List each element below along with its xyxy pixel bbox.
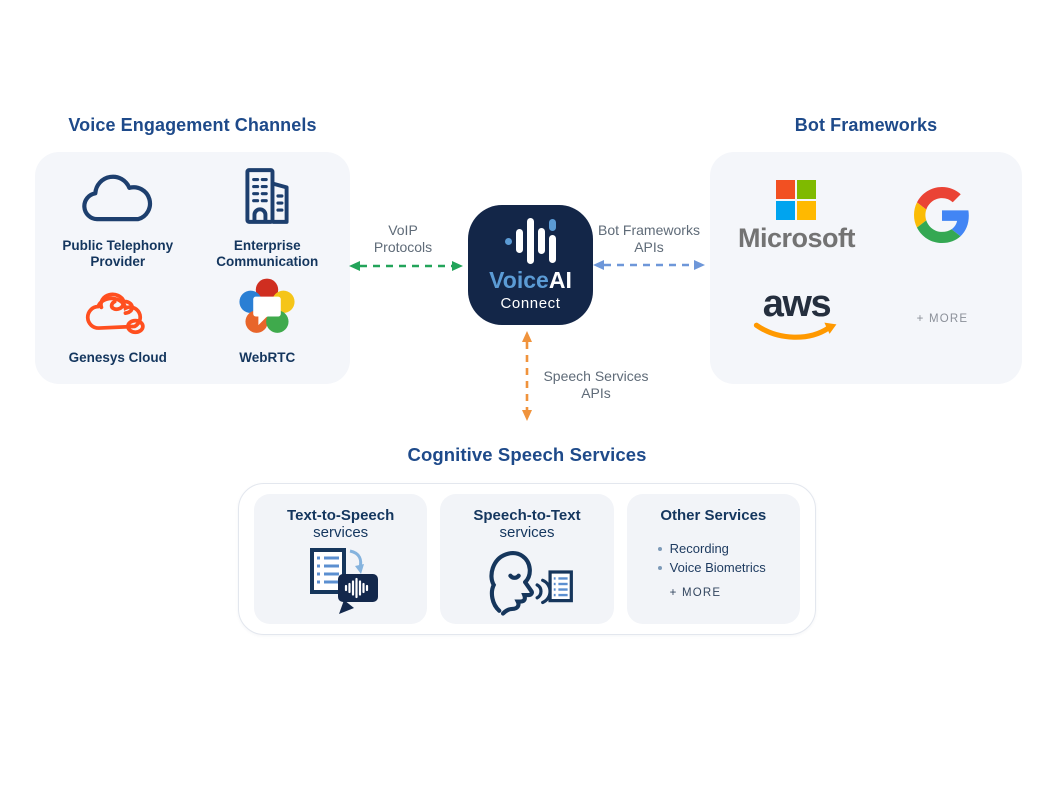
webrtc-icon: [236, 276, 298, 343]
voip-protocols-label: VoIP Protocols: [373, 222, 433, 255]
card-speech-to-text: Speech-to-Text services: [440, 494, 614, 625]
channel-enterprise-communication: Enterprise Communication: [193, 166, 343, 270]
microsoft-logo-icon: [776, 180, 817, 220]
voice-channels-title: Voice Engagement Channels: [68, 115, 317, 135]
vendor-microsoft: Microsoft: [720, 166, 873, 268]
bullet-icon: [657, 565, 662, 570]
card-text-to-speech: Text-to-Speech services: [254, 494, 428, 624]
other-services-more-label: + MORE: [669, 587, 722, 600]
list-item: Recording: [657, 541, 766, 556]
speech-to-text-icon: [477, 548, 577, 625]
bot-frameworks-arrow-icon: [592, 258, 706, 277]
list-item: Voice Biometrics: [657, 560, 766, 575]
microsoft-wordmark: Microsoft: [737, 223, 856, 253]
channel-genesys-cloud: Genesys Cloud: [43, 270, 193, 366]
channel-label: Public Telephony Provider: [62, 238, 174, 270]
voiceai-subtitle: Connect: [500, 295, 561, 312]
buildings-icon: [238, 166, 296, 231]
voice-channels-panel: Public Telephony Provider: [35, 152, 350, 384]
speech-services-apis-label: Speech Services APIs: [543, 368, 649, 401]
bot-frameworks-apis-label: Bot Frameworks APIs: [598, 222, 700, 255]
voiceai-waveform-icon: [505, 218, 556, 264]
text-to-speech-icon: [298, 547, 384, 623]
bot-frameworks-title: Bot Frameworks: [794, 115, 938, 135]
other-services-list: Recording Voice Biometrics: [633, 537, 766, 579]
speech-services-arrow-icon: [520, 330, 534, 427]
voip-arrow-icon: [348, 259, 464, 278]
google-logo-icon: [914, 186, 970, 248]
channel-label: Genesys Cloud: [68, 349, 167, 365]
genesys-cloud-icon: [76, 280, 160, 343]
speech-services-title: Cognitive Speech Services: [407, 444, 647, 465]
channel-webrtc: WebRTC: [193, 270, 343, 366]
bot-frameworks-panel: Microsoft aws + MORE: [710, 152, 1022, 384]
more-label: + MORE: [916, 313, 969, 325]
vendor-google: [873, 166, 1012, 268]
channel-label: WebRTC: [239, 349, 296, 365]
vendor-aws: aws: [720, 268, 873, 370]
voiceai-connect-logo: VoiceAI Connect: [468, 205, 593, 325]
aws-wordmark: aws: [762, 283, 832, 326]
card-other-services: Other Services Recording Voice Biometric…: [626, 494, 800, 624]
voiceai-brand: VoiceAI: [489, 267, 572, 293]
channel-label: Enterprise Communication: [216, 238, 319, 270]
speech-services-container: Text-to-Speech services: [238, 483, 816, 635]
aws-smile-icon: [753, 321, 839, 350]
bullet-icon: [657, 546, 662, 551]
channel-public-telephony: Public Telephony Provider: [43, 166, 193, 270]
cloud-icon: [76, 172, 160, 231]
vendor-more: + MORE: [873, 268, 1012, 370]
